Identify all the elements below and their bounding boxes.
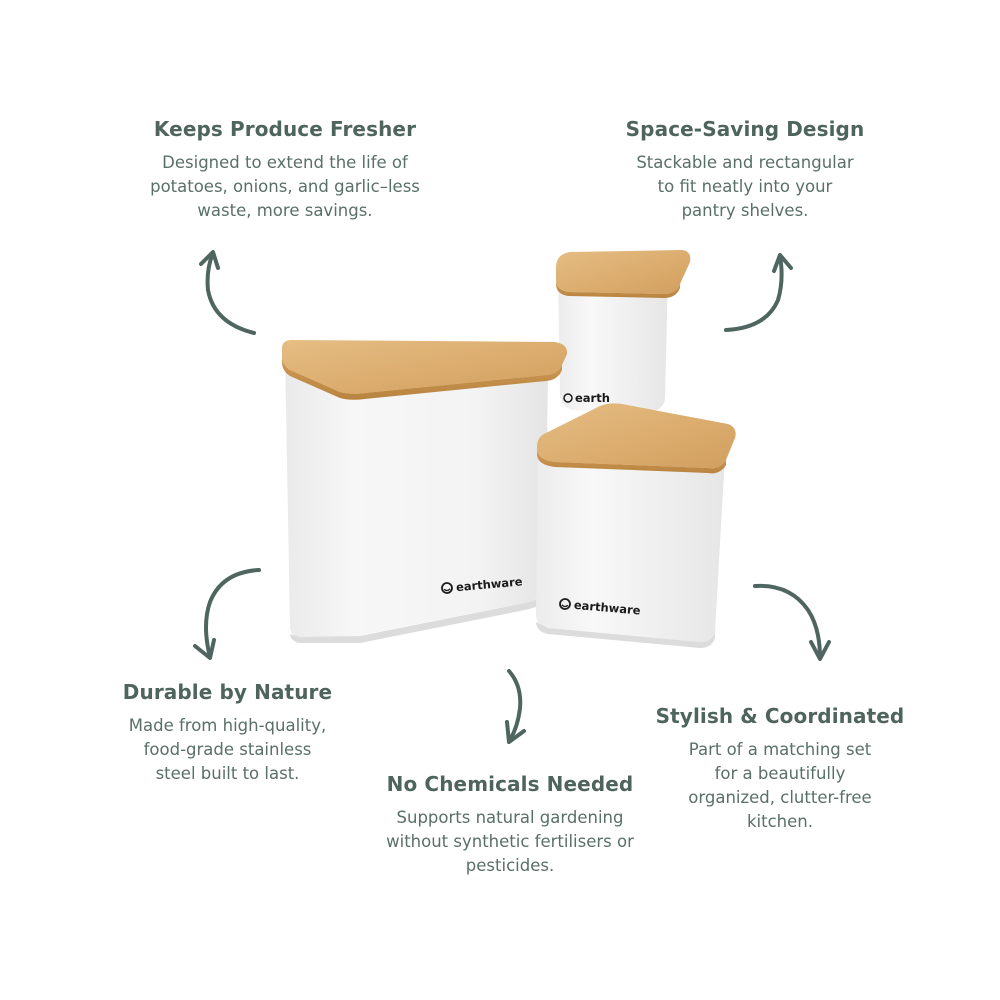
feature-description: Designed to extend the life of potatoes,… bbox=[150, 153, 420, 220]
feature-no-chemicals-needed: No Chemicals Needed Supports natural gar… bbox=[345, 772, 675, 878]
feature-description: Supports natural gardening without synth… bbox=[386, 808, 634, 875]
feature-keeps-produce-fresher: Keeps Produce Fresher Designed to extend… bbox=[110, 117, 460, 223]
large-rectangular-canister: earthware bbox=[282, 340, 568, 643]
feature-durable-by-nature: Durable by Nature Made from high-quality… bbox=[85, 680, 370, 786]
curved-arrow-up-left-icon bbox=[199, 250, 256, 335]
feature-description: Made from high-quality, food-grade stain… bbox=[128, 716, 327, 783]
feature-stylish-coordinated: Stylish & Coordinated Part of a matching… bbox=[630, 704, 930, 834]
curved-arrow-down-left-icon bbox=[193, 568, 261, 660]
feature-space-saving-design: Space-Saving Design Stackable and rectan… bbox=[580, 117, 910, 223]
feature-title: No Chemicals Needed bbox=[386, 772, 634, 796]
feature-title: Stylish & Coordinated bbox=[655, 704, 905, 728]
svg-text:earth: earth bbox=[575, 391, 610, 405]
svg-text:earthware: earthware bbox=[455, 574, 523, 594]
curved-arrow-down-right-icon bbox=[753, 583, 831, 661]
feature-title: Space-Saving Design bbox=[625, 117, 865, 141]
feature-description: Part of a matching set for a beautifully… bbox=[688, 740, 872, 831]
feature-title: Keeps Produce Fresher bbox=[153, 117, 417, 141]
svg-text:earthware: earthware bbox=[573, 598, 641, 618]
tall-square-canister: earth bbox=[556, 250, 691, 412]
curved-arrow-up-right-icon bbox=[724, 253, 793, 332]
feature-title: Durable by Nature bbox=[122, 680, 333, 704]
medium-square-canister: earthware bbox=[536, 403, 736, 648]
curved-arrow-down-center-icon bbox=[505, 669, 526, 744]
feature-description: Stackable and rectangular to fit neatly … bbox=[636, 153, 854, 220]
